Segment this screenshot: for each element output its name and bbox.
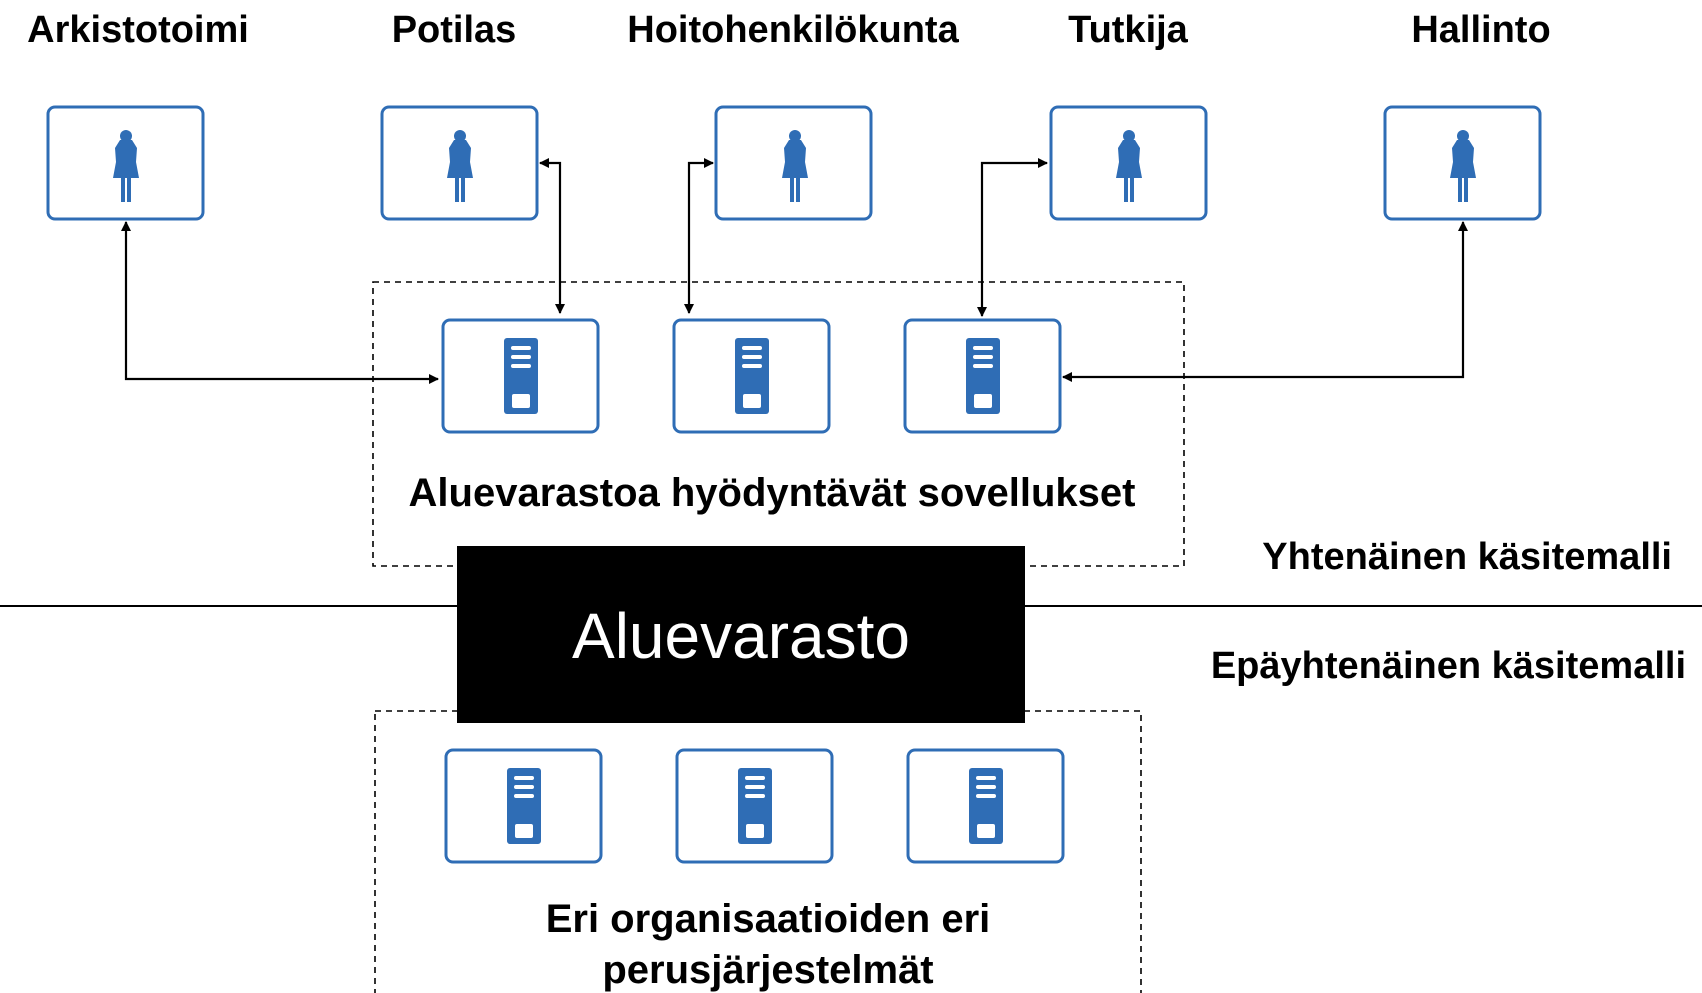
actor-label-arkistotoimi: Arkistotoimi (27, 9, 249, 51)
server-icon (969, 768, 1003, 844)
actor-node-arkistotoimi (46, 105, 205, 221)
source-system-node-2 (675, 748, 834, 864)
application-node-2 (672, 318, 831, 434)
actor-node-potilas (380, 105, 539, 221)
application-node-1 (441, 318, 600, 434)
warehouse-block: Aluevarasto (457, 546, 1025, 723)
actor-node-hoitohenkilokunta (714, 105, 873, 221)
actor-label-tutkija: Tutkija (1068, 9, 1189, 51)
server-icon (738, 768, 772, 844)
connector-tutkija (977, 158, 1048, 317)
actor-node-tutkija (1049, 105, 1208, 221)
source-system-node-1 (444, 748, 603, 864)
connector-hallinto (1062, 221, 1468, 382)
connector-arkistotoimi (121, 221, 439, 384)
warehouse-label: Aluevarasto (572, 600, 910, 672)
server-icon (966, 338, 1000, 414)
layer-label-lower: Epäyhtenäinen käsitemalli (1211, 645, 1686, 687)
source-systems-group-frame (374, 710, 1142, 993)
applications-group-label: Aluevarastoa hyödyntävät sovellukset (409, 471, 1136, 515)
source-system-node-3 (906, 748, 1065, 864)
server-icon (507, 768, 541, 844)
application-node-3 (903, 318, 1062, 434)
actor-label-potilas: Potilas (392, 9, 517, 51)
server-icon (504, 338, 538, 414)
actor-label-hoitohenkilokunta: Hoitohenkilökunta (627, 9, 959, 51)
connector-hoitohenkilokunta (684, 158, 714, 314)
source-systems-label-line2: perusjärjestelmät (602, 948, 933, 992)
actor-label-hallinto: Hallinto (1411, 9, 1550, 51)
server-icon (735, 338, 769, 414)
connector-potilas (539, 158, 565, 314)
actor-node-hallinto (1383, 105, 1542, 221)
layer-label-upper: Yhtenäinen käsitemalli (1262, 536, 1672, 578)
source-systems-label-line1: Eri organisaatioiden eri (546, 897, 991, 941)
